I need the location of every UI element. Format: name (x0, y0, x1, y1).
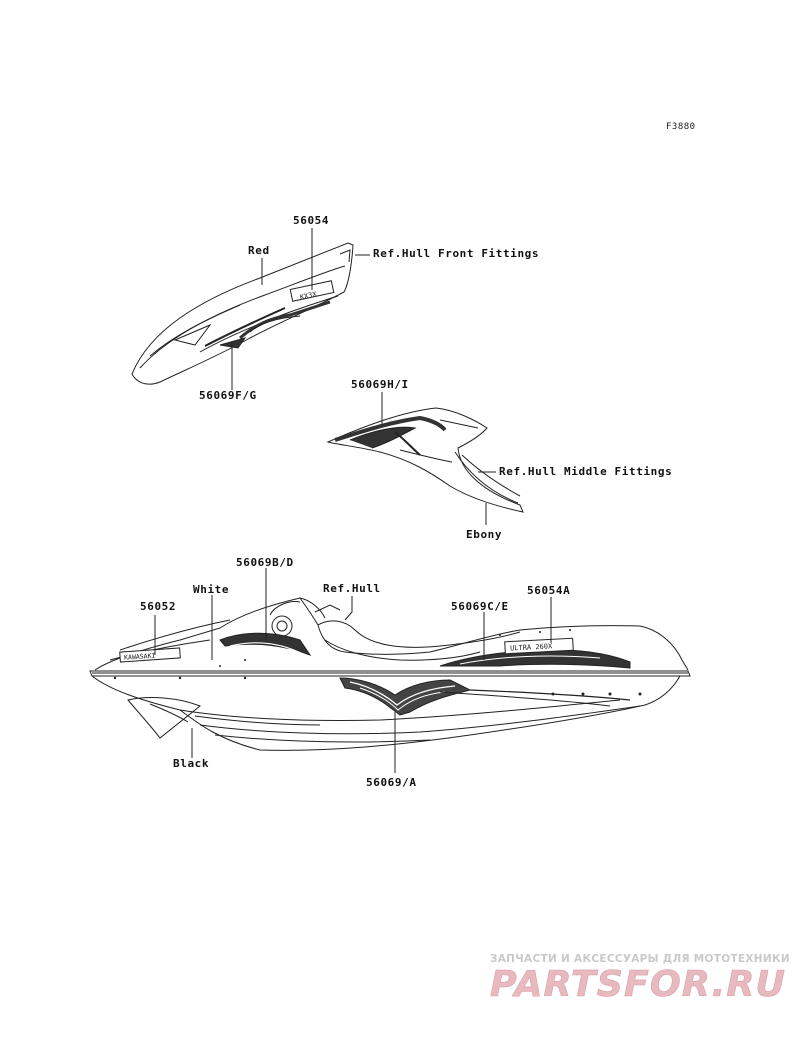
label-ref-hull-front-fittings: Ref.Hull Front Fittings (373, 247, 540, 260)
svg-text:KAWASAKI: KAWASAKI (124, 652, 156, 662)
label-ref-hull-middle-fittings: Ref.Hull Middle Fittings (499, 465, 673, 478)
label-56069fg: 56069F/G (199, 389, 257, 402)
front-deck-part: KX3X (131, 242, 354, 385)
middle-hull-part (326, 407, 524, 513)
label-black: Black (173, 757, 210, 770)
label-56069bd: 56069B/D (236, 556, 294, 569)
svg-text:PARTSFOR.RU: PARTSFOR.RU (490, 964, 786, 1004)
label-56069a: 56069/A (366, 776, 417, 789)
label-56054a: 56054A (527, 584, 571, 597)
leader-lines (154, 228, 552, 773)
figure-code: F3880 (666, 122, 696, 132)
label-ebony: Ebony (466, 528, 503, 541)
svg-text:KX3X: KX3X (299, 290, 318, 301)
label-56069hi: 56069H/I (351, 378, 409, 391)
label-white: White (193, 583, 230, 596)
label-56054: 56054 (293, 214, 330, 227)
label-56052: 56052 (140, 600, 177, 613)
label-56069ce: 56069C/E (451, 600, 509, 613)
watermark-logo: PARTSFOR.RU (490, 964, 786, 1004)
watermark-tagline: ЗАПЧАСТИ И АКСЕССУАРЫ ДЛЯ МОТОТЕХНИКИ (490, 953, 790, 965)
svg-text:ULTRA 260X: ULTRA 260X (510, 642, 553, 652)
label-red: Red (248, 244, 270, 257)
label-ref-hull: Ref.Hull (323, 582, 381, 595)
full-hull: KAWASAKI ULTRA 260X (89, 597, 691, 751)
